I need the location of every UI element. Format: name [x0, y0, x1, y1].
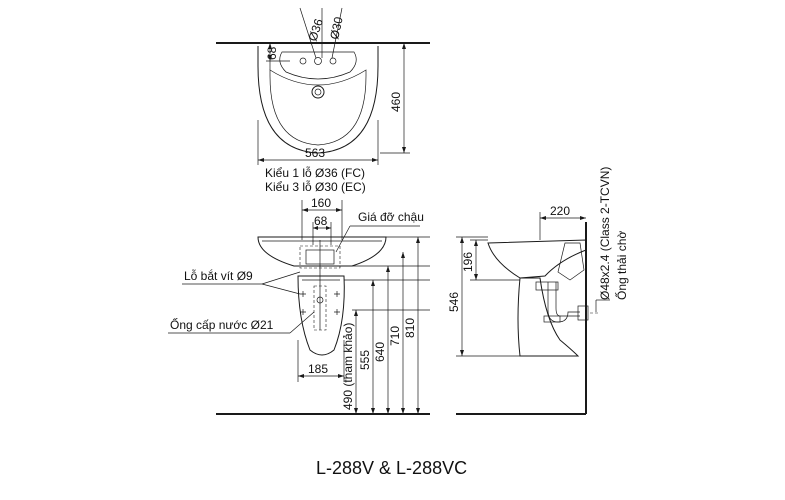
label-screw: Lỗ bắt vít Ø9	[184, 268, 253, 283]
screw-marks	[300, 291, 340, 315]
note-ec: Kiểu 3 lỗ Ø30 (EC)	[265, 179, 366, 194]
dim-460: 460	[389, 92, 403, 112]
top-basin-outline	[257, 46, 379, 154]
dim-196: 196	[461, 252, 475, 272]
side-pedestal	[517, 277, 580, 357]
label-pipe: Ống cấp nước Ø21	[170, 317, 274, 332]
dim-185: 185	[308, 362, 328, 376]
label-waste: Ống thải chờ	[614, 231, 629, 300]
dim-68-front: 68	[314, 214, 328, 228]
dim-546: 546	[447, 292, 461, 312]
model-title: L-288V & L-288VC	[316, 458, 467, 478]
tap-hole-right	[329, 57, 337, 65]
note-fc: Kiểu 1 lỗ Ø36 (FC)	[265, 165, 365, 180]
top-basin-inner	[269, 69, 367, 146]
dim-160: 160	[311, 196, 331, 210]
side-basin	[487, 239, 587, 279]
dim-dia36: Ø36	[306, 17, 326, 43]
tap-hole-left	[299, 57, 307, 65]
dim-640: 640	[373, 342, 387, 362]
dim-490: 490 (tham khảo)	[341, 323, 355, 410]
dim-68-top: 68	[265, 46, 279, 60]
label-drain: Ø48x2.4 (Class 2-TCVN)	[598, 167, 612, 300]
front-view: 160 68 Giá đỡ chậu	[168, 196, 430, 415]
front-basin	[257, 236, 387, 267]
dim-220: 220	[550, 204, 570, 218]
front-pedestal	[297, 275, 345, 356]
side-view: 220 196 546 Ø48x2.4 (Class 2-TCVN) Ống t…	[447, 167, 629, 415]
dim-563: 563	[305, 146, 325, 160]
top-view: Ø36 Ø30 68 460 563 Kiểu 1 lỗ Ø36 (FC) Ki…	[216, 7, 430, 194]
tap-hole-center	[314, 57, 322, 65]
top-drain-outer	[311, 85, 325, 99]
top-drain-inner	[314, 88, 322, 96]
label-bracket: Giá đỡ chậu	[358, 210, 424, 224]
top-tap-deck	[279, 51, 357, 80]
dim-555: 555	[358, 350, 372, 370]
dim-810: 810	[403, 318, 417, 338]
dim-710: 710	[388, 326, 402, 346]
dim-dia30: Ø30	[327, 15, 345, 40]
front-pipe	[313, 285, 327, 331]
